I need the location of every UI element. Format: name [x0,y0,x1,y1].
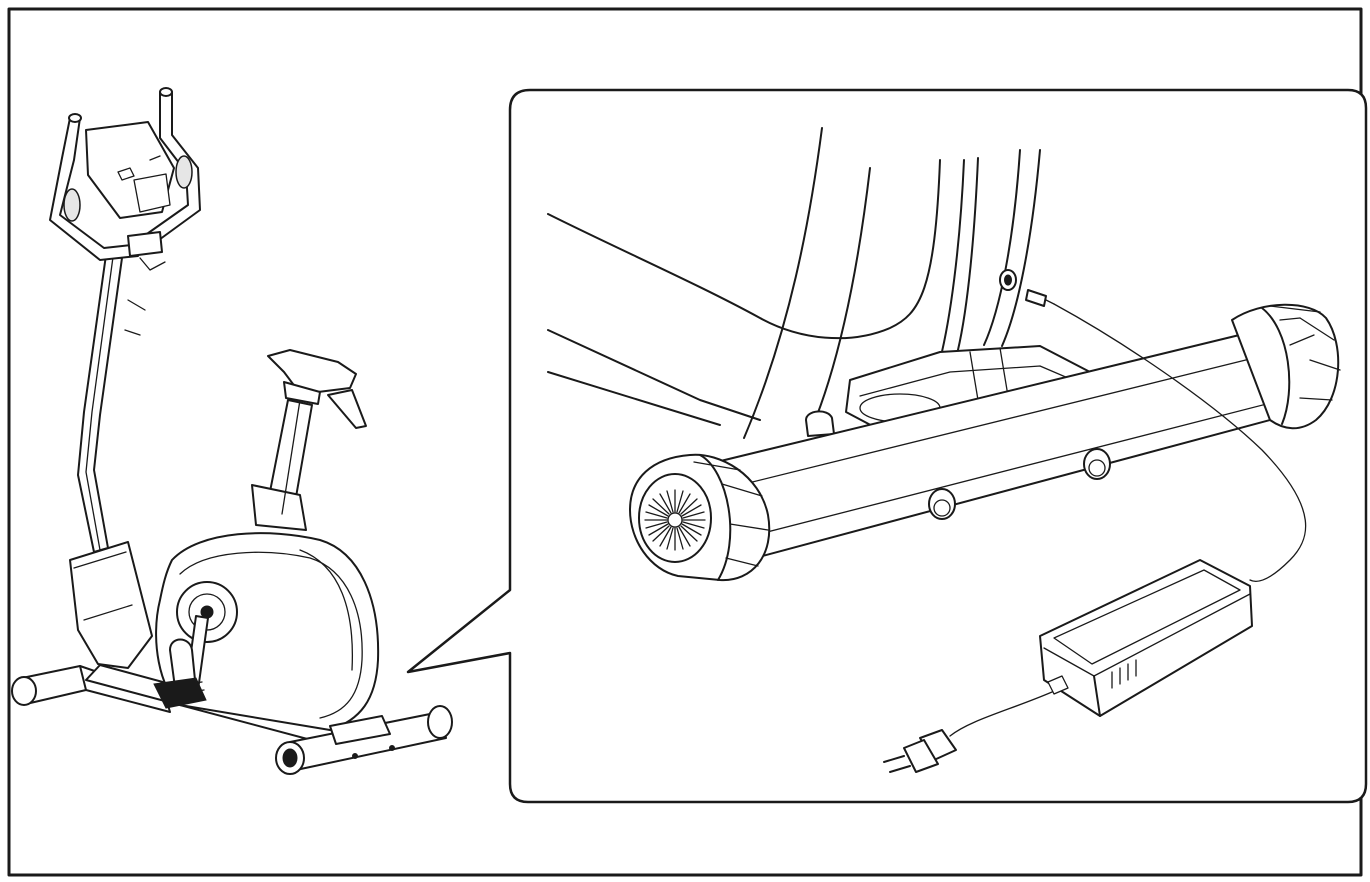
console-mast [77,254,146,553]
base-tube [699,329,1301,563]
power-adapter [1039,559,1253,717]
front-stabilizer [275,705,453,775]
saddle [267,349,367,429]
handlebar [49,87,201,271]
power-cable [1053,303,1307,583]
frame-body [547,127,1041,439]
end-cap-left [629,453,771,582]
dc-power-socket [999,269,1017,291]
seat-post [251,399,313,531]
mast-housing [69,541,153,669]
tube-bolt-1 [928,488,956,520]
pedal-crank [153,615,209,709]
dc-connector [1025,289,1055,307]
exercise-bike [11,87,453,775]
adapter-vents [1111,659,1137,689]
vent-grille [644,489,706,551]
flywheel-cover [155,532,380,731]
console-display [85,121,175,219]
end-cap-right [1231,303,1341,430]
tube-bolt-2 [1083,448,1111,480]
callout-detail [406,88,1368,804]
rear-stabilizer [11,665,171,713]
euro-plug [883,675,1069,773]
